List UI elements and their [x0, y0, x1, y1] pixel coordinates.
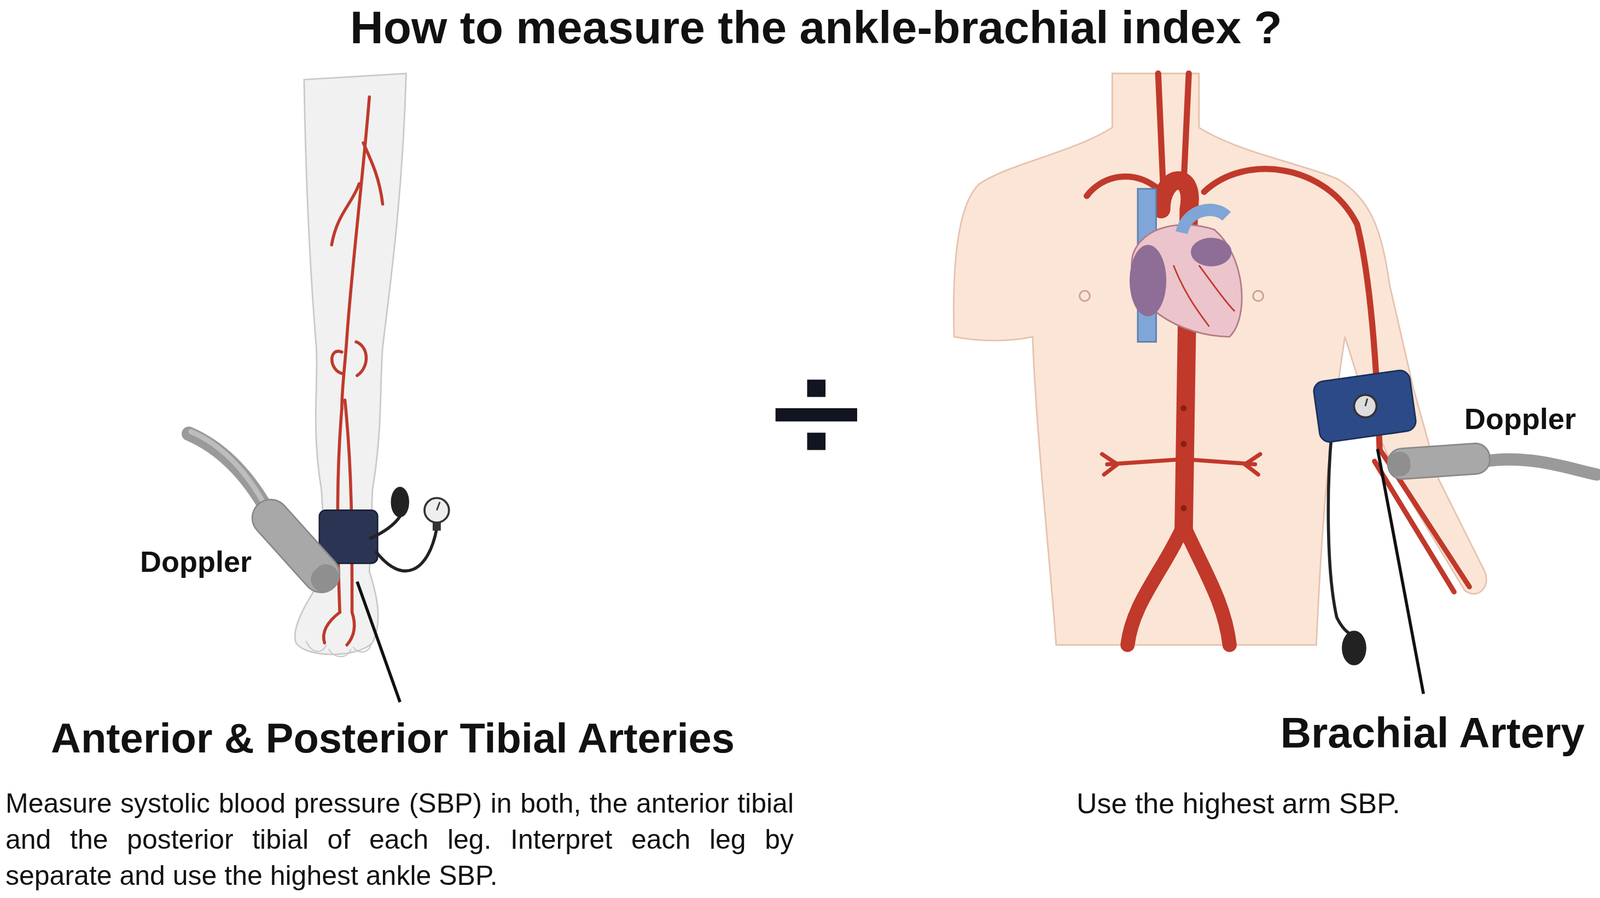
leg-illustration-part — [190, 431, 266, 506]
torso-illustration-part — [1079, 290, 1091, 301]
torso-illustration-part-part — [1364, 398, 1369, 406]
division-sign-part — [807, 432, 826, 451]
leg-illustration-part-part — [363, 142, 383, 205]
leg-illustration-part — [357, 581, 400, 702]
instruction-text: Use the highest arm SBP. — [1076, 786, 1401, 820]
division-sign-part — [775, 408, 858, 422]
division-sign-part — [807, 379, 826, 398]
leg-illustration-part-part — [305, 559, 345, 598]
torso-illustration-part — [1129, 245, 1167, 317]
leg-illustration-part — [390, 486, 410, 517]
torso-illustration-part-part — [1183, 73, 1189, 184]
torso-illustration-part — [1341, 630, 1367, 665]
leg-illustration — [188, 73, 450, 702]
leg-illustration-part-part — [346, 612, 355, 645]
artery-heading: Anterior & Posterior Tibial Arteries — [50, 712, 735, 763]
title: How to measure the ankle-brachial index … — [350, 0, 1283, 56]
torso-illustration-part — [1484, 458, 1597, 475]
probe-label: Doppler — [140, 543, 252, 580]
torso-illustration-part — [1253, 290, 1264, 301]
leg-illustration-part — [375, 528, 437, 571]
torso-illustration-part — [1180, 404, 1187, 411]
probe-label: Doppler — [1464, 400, 1576, 437]
torso-illustration-part — [953, 73, 1487, 645]
torso-illustration-part-part — [1127, 525, 1184, 645]
torso-illustration-part — [1173, 265, 1235, 327]
leg-illustration-part — [424, 497, 450, 523]
torso-illustration-part-part — [1387, 450, 1412, 477]
instruction-text: Measure systolic blood pressure (SBP) in… — [5, 784, 794, 894]
torso-illustration-part — [1386, 441, 1491, 480]
leg-illustration-part-part — [331, 183, 359, 246]
leg-illustration-part — [306, 640, 372, 657]
torso-illustration-part — [1190, 237, 1232, 266]
leg-illustration-part-part — [356, 341, 366, 376]
torso-illustration-part-part — [1102, 454, 1184, 475]
torso-illustration-part-part — [1183, 525, 1230, 645]
torso-illustration-part — [1377, 449, 1424, 695]
torso-illustration-part-part — [1352, 393, 1378, 419]
torso-illustration-part-part — [1374, 461, 1455, 592]
torso-illustration-part — [1181, 210, 1227, 234]
torso-illustration-part — [1086, 73, 1470, 645]
division-sign — [775, 379, 858, 451]
torso-illustration-part-part — [1183, 454, 1261, 475]
torso-illustration-part-part — [1158, 73, 1163, 189]
leg-illustration-part — [188, 433, 268, 511]
torso-illustration-part — [1312, 369, 1417, 444]
torso-illustration-part — [1328, 433, 1352, 635]
leg-illustration-part — [436, 501, 440, 510]
leg-illustration-part-part — [244, 491, 347, 600]
leg-illustration-part-part — [345, 399, 353, 613]
torso-illustration-part-part — [1386, 441, 1491, 480]
artery-heading: Brachial Artery — [1280, 706, 1585, 759]
torso-illustration-part — [1180, 504, 1187, 511]
leg-illustration-part-part — [332, 351, 342, 374]
leg-illustration-part-part — [323, 612, 341, 643]
torso-illustration — [953, 73, 1597, 694]
torso-illustration-part — [1180, 440, 1187, 447]
torso-illustration-part-part — [1312, 369, 1417, 444]
leg-illustration-part — [369, 516, 400, 539]
leg-illustration-part — [244, 491, 347, 600]
